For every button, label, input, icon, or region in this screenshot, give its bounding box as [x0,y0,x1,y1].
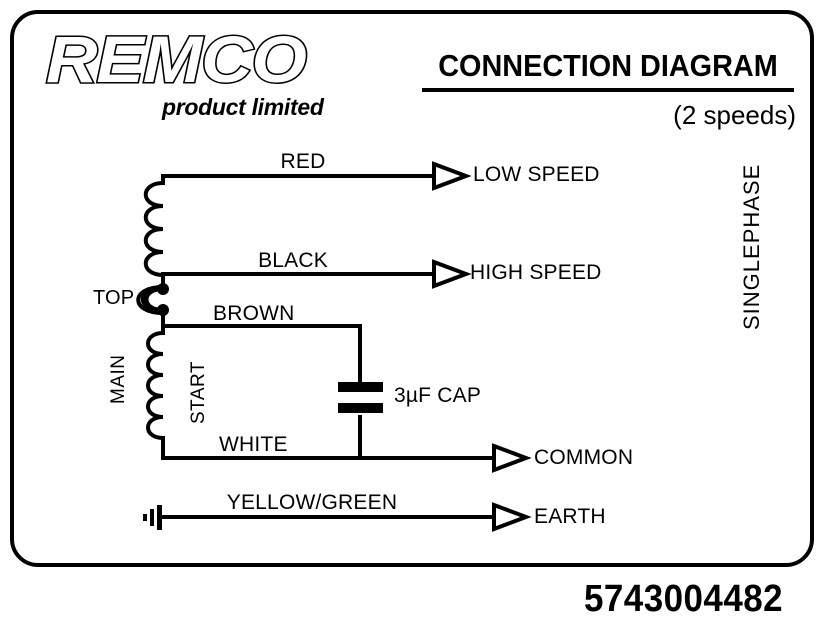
coil-main-icon [143,180,166,278]
winding-label-top: TOP [93,287,135,309]
open-arrowhead-icon [432,259,472,289]
wire-label-red: RED [280,150,326,173]
wire-label-brown: BROWN [213,302,295,325]
terminal-label-earth: EARTH [534,505,606,528]
junction-dot-icon [157,283,169,295]
title-underline [422,88,794,92]
part-number: 5743004482 [584,578,784,620]
wire-label-black: BLACK [258,249,328,272]
junction-dot-icon [157,304,169,316]
earth-ground-icon [143,505,162,530]
page-title: CONNECTION DIAGRAM [438,48,778,83]
terminal-label-common: COMMON [534,446,634,469]
brand-logo: REMCO product limited [40,22,360,128]
phase-label: SINGLEPHASE [739,163,764,330]
terminal-label-high-speed: HIGH SPEED [470,261,602,284]
diagram-frame [10,10,814,567]
capacitor-icon [338,382,383,413]
open-arrowhead-icon [492,443,532,473]
terminal-label-low-speed: LOW SPEED [473,163,600,186]
coil-start-icon [146,330,166,441]
wire-label-yellow-green: YELLOW/GREEN [226,491,398,514]
coil-top-outer-arc [136,284,166,316]
winding-label-start: START [188,360,209,424]
logo-tagline: product limited [162,94,324,120]
page-subtitle: (2 speeds) [673,100,796,130]
open-arrowhead-icon [432,161,472,191]
open-arrowhead-icon [492,502,532,532]
wire-label-white: WHITE [219,433,288,456]
logo-wordmark: REMCO [44,22,308,96]
winding-label-main: MAIN [108,354,129,405]
capacitor-value-label: 3µF CAP [394,384,482,407]
